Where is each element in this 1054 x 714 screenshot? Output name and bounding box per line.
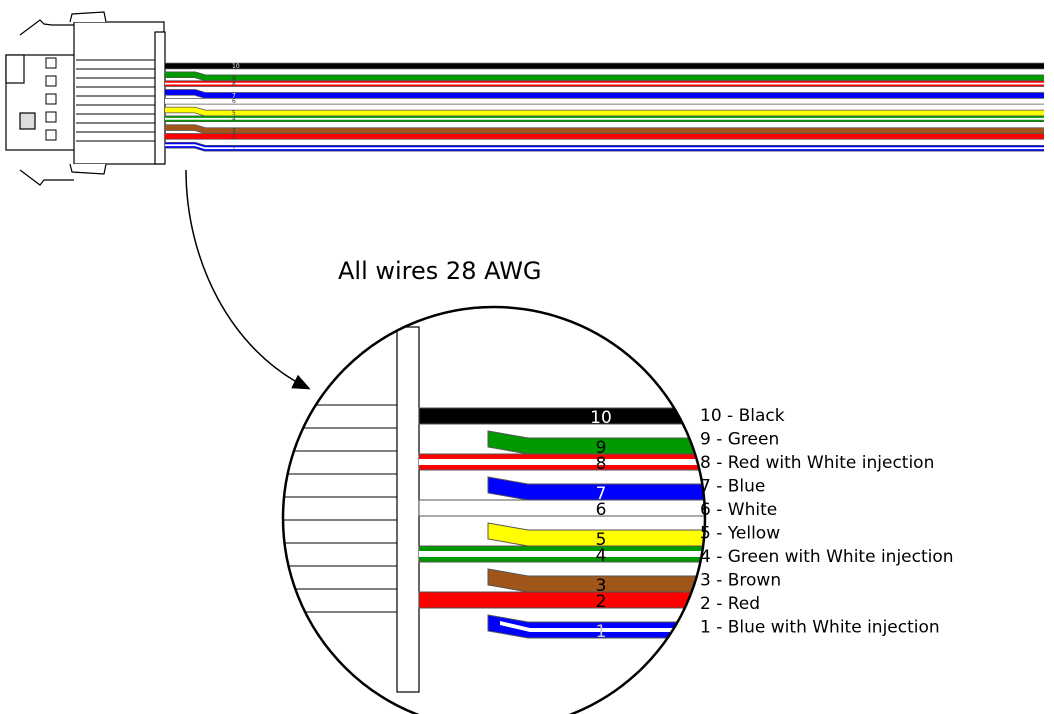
legend-label: 10 - Black <box>700 406 785 426</box>
connector-pins <box>45 57 155 142</box>
legend-label: 8 - Red with White injection <box>700 453 934 473</box>
wire-detail-9: 9 <box>487 430 705 458</box>
pin-latch <box>45 57 57 69</box>
wire-bundle: 10 98 76 54 32 1 <box>165 62 1044 152</box>
wire-9: 9 <box>165 71 1044 82</box>
legend-label: 7 - Blue <box>700 477 765 497</box>
wire-number-small: 4 <box>232 116 236 123</box>
zoom-arrow <box>185 169 311 390</box>
connector <box>5 11 166 186</box>
wire-detail-10: 10 <box>418 407 705 428</box>
diagram-title: All wires 28 AWG <box>338 257 542 285</box>
legend-label: 5 - Yellow <box>700 524 780 544</box>
wire-detail-8: 8 <box>418 453 705 474</box>
wire-detail-3: 3 <box>487 568 705 596</box>
wire-number-small: 9 <box>232 75 236 82</box>
wire-detail-6: 6 <box>418 499 705 520</box>
wire-number: 6 <box>596 500 607 520</box>
wire-detail-1: 1 <box>487 614 705 642</box>
wire-number: 9 <box>596 438 607 458</box>
wire-number-small: 6 <box>232 98 236 105</box>
zoom-detail: 10 98 76 54 32 1 <box>281 305 707 714</box>
legend-label: 1 - Blue with White injection <box>700 618 940 638</box>
wire-4: 4 <box>165 115 1044 123</box>
wire-number: 4 <box>596 546 607 566</box>
wire-2: 2 <box>165 133 1044 140</box>
wire-number: 7 <box>596 484 607 504</box>
wire-number: 10 <box>590 408 612 428</box>
wire-number-small: 3 <box>232 128 236 135</box>
wire-legend: 10 - Black 9 - Green 8 - Red with White in… <box>700 406 954 638</box>
pin-latch <box>45 75 57 87</box>
wire-number-small: 1 <box>232 145 236 152</box>
wire-number: 2 <box>596 592 607 612</box>
pin-latch <box>45 129 57 141</box>
legend-label: 9 - Green <box>700 430 779 450</box>
wire-number: 8 <box>596 454 607 474</box>
wire-number-small: 7 <box>232 92 236 99</box>
wire-7: 7 <box>165 89 1044 99</box>
legend-label: 2 - Red <box>700 594 760 614</box>
wire-detail-4: 4 <box>418 545 705 566</box>
wire-detail-7: 7 <box>487 476 705 504</box>
wire-10: 10 <box>165 62 1044 70</box>
wire-5: 5 <box>165 106 1044 117</box>
wire-number-small: 8 <box>232 81 236 88</box>
wire-detail-2: 2 <box>418 591 705 612</box>
pin-latch <box>45 111 57 123</box>
wire-number-small: 2 <box>232 133 236 140</box>
pin-latch <box>45 93 57 105</box>
wire-number: 5 <box>596 530 607 550</box>
wire-6: 6 <box>165 97 1044 105</box>
wire-number: 3 <box>596 576 607 596</box>
legend-label: 4 - Green with White injection <box>700 547 954 567</box>
wire-detail-5: 5 <box>487 522 705 550</box>
wire-number-small: 10 <box>232 63 240 70</box>
wire-number: 1 <box>596 622 607 642</box>
wire-8: 8 <box>165 80 1044 88</box>
wire-1: 1 <box>165 141 1044 152</box>
wire-3: 3 <box>165 124 1044 135</box>
legend-label: 3 - Brown <box>700 571 781 591</box>
legend-label: 6 - White <box>700 500 777 520</box>
wire-number-small: 5 <box>232 110 236 117</box>
